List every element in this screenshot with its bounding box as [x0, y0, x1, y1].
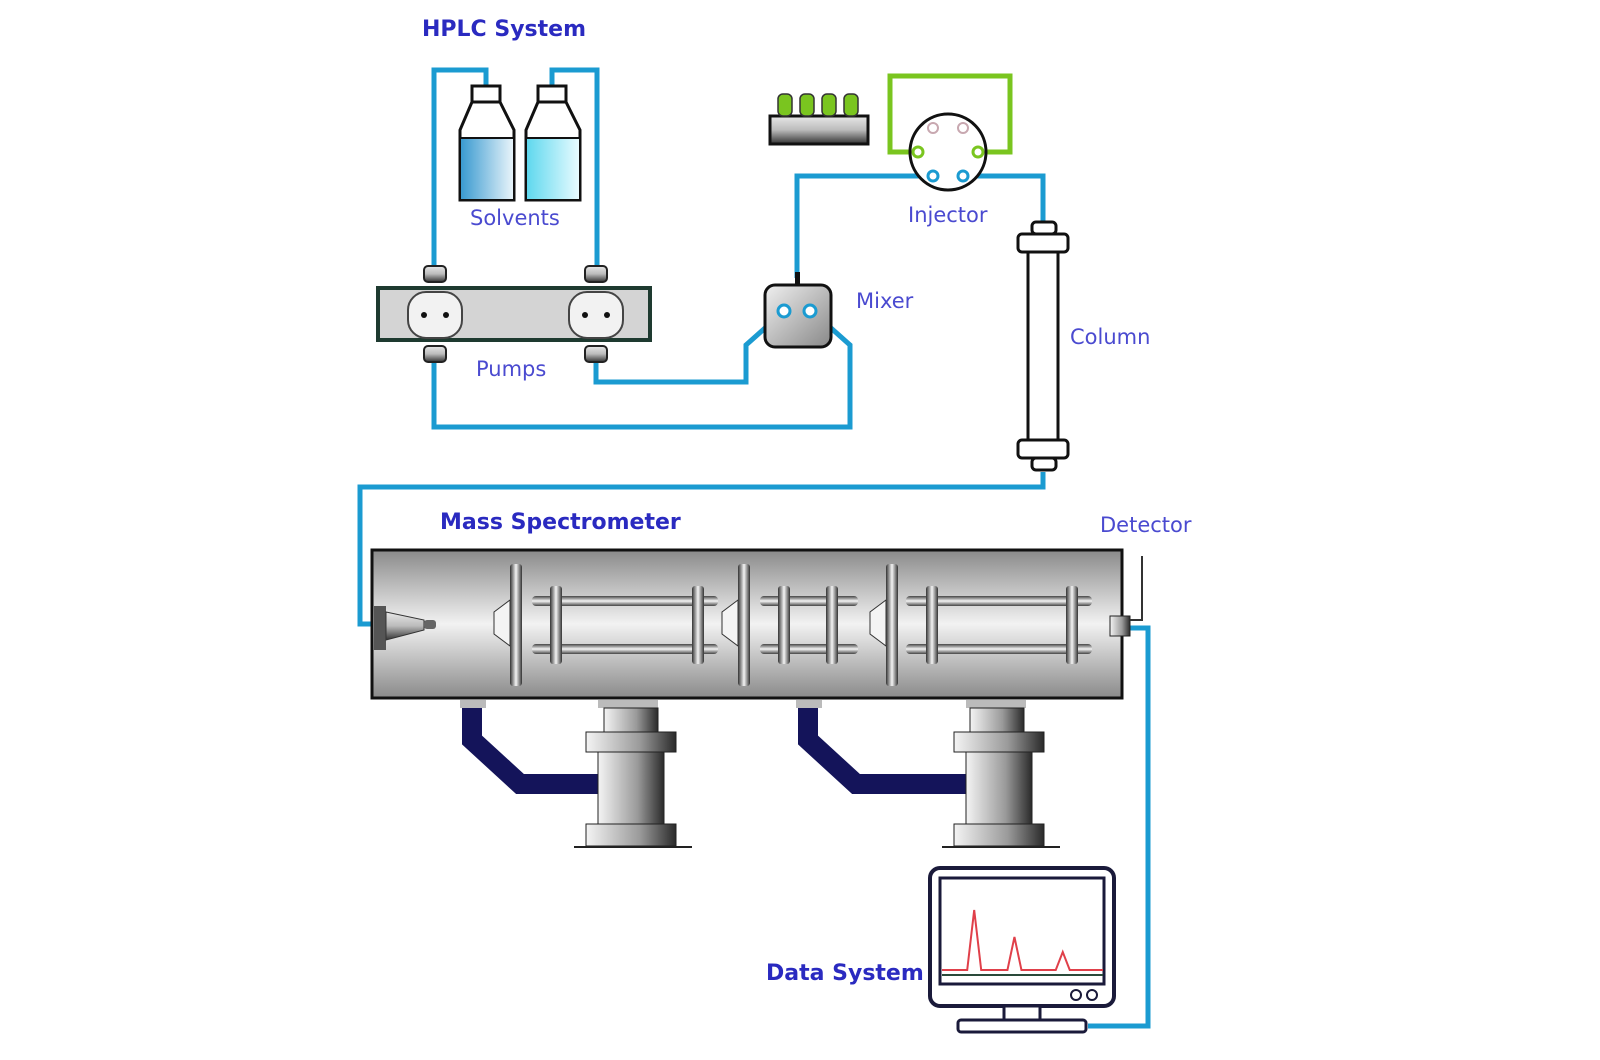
solvent-bottle-b [524, 84, 582, 202]
injector-to-column-tube [965, 173, 1046, 222]
data-system-title: Data System [766, 961, 924, 986]
quadrupole-1 [532, 586, 718, 664]
sample-loop [887, 73, 1013, 155]
mass-spectrometer-title: Mass Spectrometer [440, 510, 681, 535]
quadrupole-2 [906, 586, 1092, 664]
injector-label: Injector [908, 203, 988, 227]
mixer-to-injector-tube [794, 173, 930, 278]
data-system-monitor [928, 866, 1116, 1034]
mixer [763, 272, 833, 349]
lens-plate-1 [493, 564, 522, 686]
solvent-a-tube [431, 67, 489, 270]
hplc-system-title: HPLC System [422, 17, 586, 42]
vacuum-line-2 [798, 708, 968, 794]
collision-cell [760, 586, 858, 664]
detector [1109, 556, 1143, 637]
pumps-label: Pumps [476, 357, 546, 381]
pump-head-a [407, 265, 463, 363]
solvent-b-tube [549, 67, 600, 270]
mixer-label: Mixer [856, 289, 914, 313]
pump-b-to-mixer-tube [593, 310, 785, 385]
hplc-column [1016, 220, 1070, 472]
solvents-label: Solvents [470, 206, 560, 230]
mass-spectrometer [370, 548, 1143, 700]
detector-label: Detector [1100, 513, 1192, 537]
lens-plate-2 [721, 564, 750, 686]
vacuum-pump-1 [460, 700, 692, 848]
injector-valve [887, 73, 1013, 192]
vacuum-pump-2 [796, 700, 1060, 848]
ion-source [374, 606, 436, 650]
vacuum-line-1 [462, 708, 600, 794]
detector-leader-line [1130, 556, 1143, 621]
lens-plate-3 [869, 564, 898, 686]
chromatogram-trace [942, 909, 1103, 971]
solvent-bottle-a [458, 84, 516, 202]
detector-to-data-system-cable [1088, 625, 1151, 1029]
pump-a-to-mixer-tube [431, 310, 853, 430]
column-to-ms-tube [357, 472, 1046, 627]
column-label: Column [1070, 325, 1150, 349]
pump-unit [376, 265, 652, 363]
pump-head-b [568, 265, 624, 363]
autosampler-tray [768, 93, 870, 146]
